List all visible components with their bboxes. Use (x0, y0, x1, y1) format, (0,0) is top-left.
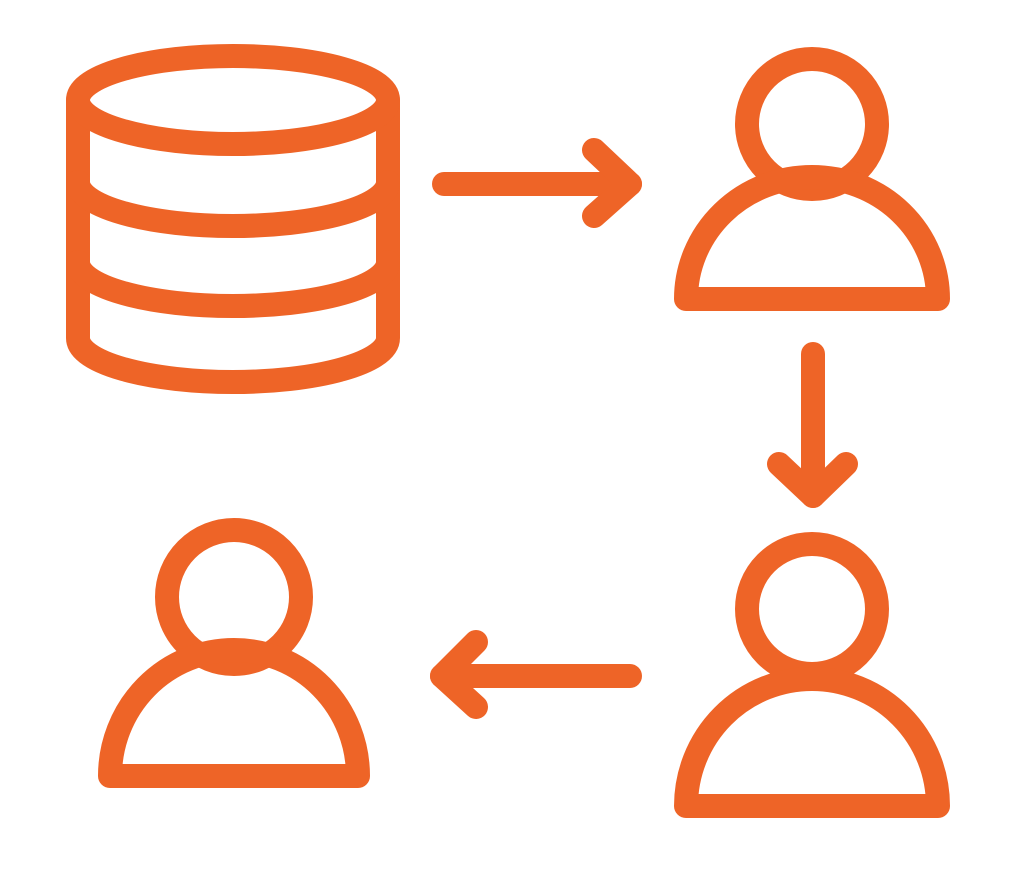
user-body (674, 667, 950, 818)
database-body-outline (66, 88, 400, 394)
user-body (98, 638, 370, 788)
database-top-ellipse (66, 44, 400, 156)
user-head (155, 518, 313, 676)
arrow-left-icon (430, 630, 642, 719)
arrow-down-icon (767, 342, 858, 508)
database-icon (66, 44, 400, 394)
user-head (735, 532, 889, 686)
user-body (674, 165, 950, 311)
user-icon (674, 47, 950, 311)
database-ring-2 (66, 250, 400, 318)
user-icon (674, 532, 950, 818)
user-icon (98, 518, 370, 788)
arrow-right-icon (432, 138, 642, 228)
database-ring-1 (66, 170, 400, 238)
